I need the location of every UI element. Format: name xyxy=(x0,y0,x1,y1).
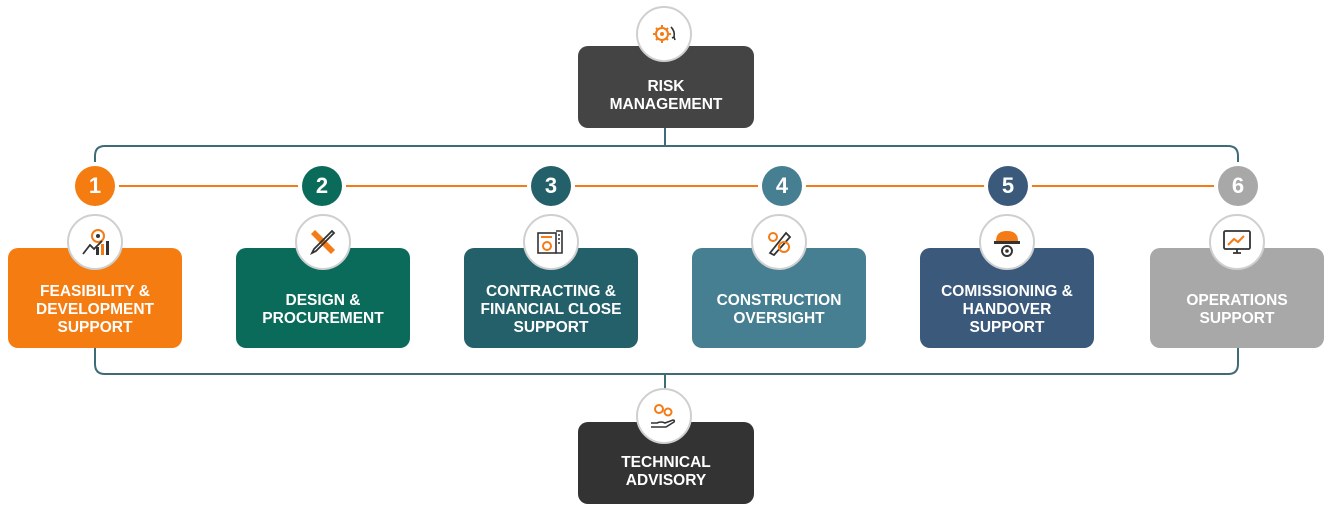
top-bracket-line xyxy=(94,128,1239,168)
blueprint-icon xyxy=(523,214,579,270)
step-number-badge: 6 xyxy=(1218,166,1258,206)
technical-advisory-label: TECHNICAL ADVISORY xyxy=(621,454,711,489)
pencil-gear-icon xyxy=(751,214,807,270)
gear-cycle-icon xyxy=(636,6,692,62)
step-box: CONSTRUCTION OVERSIGHT xyxy=(692,248,866,348)
monitor-icon xyxy=(1209,214,1265,270)
risk-management-label: RISK MANAGEMENT xyxy=(609,78,723,113)
step-label: CONSTRUCTION OVERSIGHT xyxy=(716,292,842,327)
step-number-badge: 1 xyxy=(75,166,115,206)
step-label: DESIGN & PROCUREMENT xyxy=(262,292,384,327)
bottom-bracket-line xyxy=(94,346,1239,392)
step-box: CONTRACTING & FINANCIAL CLOSE SUPPORT xyxy=(464,248,638,348)
step-number-badge: 4 xyxy=(762,166,802,206)
hand-gears-icon xyxy=(636,388,692,444)
step-label: FEASIBILITY & DEVELOPMENT SUPPORT xyxy=(36,283,154,336)
step-number-badge: 2 xyxy=(302,166,342,206)
step-label: CONTRACTING & FINANCIAL CLOSE SUPPORT xyxy=(480,283,622,336)
step-label: OPERATIONS SUPPORT xyxy=(1186,292,1288,327)
hard-hat-gear-icon xyxy=(979,214,1035,270)
pencil-ruler-icon xyxy=(295,214,351,270)
analytics-gear-icon xyxy=(67,214,123,270)
step-number-badge: 3 xyxy=(531,166,571,206)
step-label: COMISSIONING & HANDOVER SUPPORT xyxy=(941,283,1073,336)
step-number-badge: 5 xyxy=(988,166,1028,206)
step-box: COMISSIONING & HANDOVER SUPPORT xyxy=(920,248,1094,348)
